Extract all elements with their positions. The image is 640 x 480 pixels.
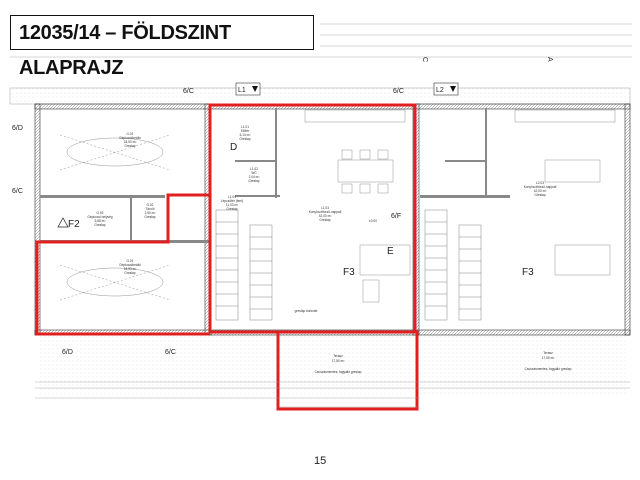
svg-text:Gépkocsibeálló: Gépkocsibeálló [119, 136, 141, 140]
marker-6d-bottom: 6/D [62, 349, 73, 356]
svg-text:18,53 m²: 18,53 m² [124, 267, 137, 271]
svg-text:17,50 m²: 17,50 m² [332, 359, 345, 363]
svg-text:Gépkocsibeálló: Gépkocsibeálló [119, 263, 141, 267]
marker-e: E [387, 246, 394, 257]
dimension-lines-top [10, 23, 632, 58]
svg-text:42,00 m²: 42,00 m² [534, 189, 547, 193]
svg-text:G.03: G.03 [97, 211, 104, 215]
svg-text:L1.01: L1.01 [241, 125, 249, 129]
svg-text:6,14 m²: 6,14 m² [240, 133, 251, 137]
svg-text:Greslap: Greslap [319, 218, 330, 222]
svg-text:Greslap: Greslap [124, 271, 135, 275]
svg-text:Csúszásmentes, fagyálló gresla: Csúszásmentes, fagyálló greslap [525, 367, 572, 371]
svg-text:Greslap: Greslap [144, 215, 155, 219]
svg-text:Konyha-étkező-nappali: Konyha-étkező-nappali [524, 185, 557, 189]
svg-text:Gépkocsi helység: Gépkocsi helység [87, 215, 112, 219]
svg-text:18,53 m²: 18,53 m² [124, 140, 137, 144]
marker-f3-right: F3 [522, 267, 534, 278]
page-number: 15 [314, 455, 327, 467]
svg-text:L1.04: L1.04 [228, 195, 236, 199]
note-greslap: greslap burkolat [295, 309, 318, 313]
svg-text:11,03 m²: 11,03 m² [226, 203, 238, 207]
svg-text:5,58 m²: 5,58 m² [95, 219, 106, 223]
svg-text:2,50 m²: 2,50 m² [145, 211, 156, 215]
svg-text:2,04 m²: 2,04 m² [249, 175, 260, 179]
svg-text:Konyha-étkező-nappali: Konyha-étkező-nappali [309, 210, 342, 214]
svg-text:L1.03: L1.03 [321, 206, 329, 210]
svg-text:Csúszásmentes, fagyálló gresla: Csúszásmentes, fagyálló greslap [315, 370, 362, 374]
svg-text:Tároló: Tároló [145, 207, 154, 211]
marker-6c-bottom: 6/C [165, 349, 176, 356]
note-level: ±0,00 [369, 219, 377, 223]
rear-paving [38, 336, 628, 396]
svg-text:Előtér: Előtér [241, 129, 250, 133]
svg-text:WC: WC [251, 171, 257, 175]
marker-f3: F3 [343, 267, 355, 278]
marker-6c-side: 6/C [12, 188, 23, 195]
marker-6f: 6/F [391, 213, 401, 220]
front-paving [9, 87, 631, 105]
marker-l2: L2 [436, 87, 444, 94]
svg-text:Greslap: Greslap [94, 223, 105, 227]
svg-text:L2.03: L2.03 [536, 181, 544, 185]
svg-text:G.02: G.02 [147, 203, 154, 207]
marker-6c-mid: 6/C [393, 88, 404, 95]
svg-text:Greslap: Greslap [248, 179, 259, 183]
highlight-outlines [35, 103, 419, 411]
marker-a: A [546, 57, 553, 62]
svg-text:Lépcsőtér (fent): Lépcsőtér (fent) [221, 199, 243, 203]
stairs-left [215, 209, 273, 321]
svg-text:42,00 m²: 42,00 m² [319, 214, 332, 218]
svg-text:Greslap: Greslap [226, 207, 237, 211]
svg-text:G.01: G.01 [127, 132, 134, 136]
page-title: 12035/14 – FÖLDSZINT ALAPRAJZ [10, 15, 314, 79]
dimension-lines-bottom [35, 381, 630, 408]
svg-text:Greslap: Greslap [534, 193, 545, 197]
svg-text:Terasz: Terasz [543, 351, 553, 355]
marker-l1: L1 [238, 87, 246, 94]
marker-6d-side: 6/D [12, 125, 23, 132]
marker-6c-left: 6/C [183, 88, 194, 95]
svg-text:Greslap: Greslap [239, 137, 250, 141]
svg-text:G.01: G.01 [127, 259, 134, 263]
stairs-right [424, 209, 482, 321]
svg-text:Greslap: Greslap [124, 144, 135, 148]
marker-d: D [230, 142, 237, 153]
svg-text:L1.02: L1.02 [250, 167, 258, 171]
marker-f2: F2 [68, 219, 80, 230]
furniture [59, 109, 616, 303]
marker-c: C [421, 57, 428, 62]
svg-text:Terasz: Terasz [333, 354, 343, 358]
svg-text:17,50 m²: 17,50 m² [542, 356, 555, 360]
